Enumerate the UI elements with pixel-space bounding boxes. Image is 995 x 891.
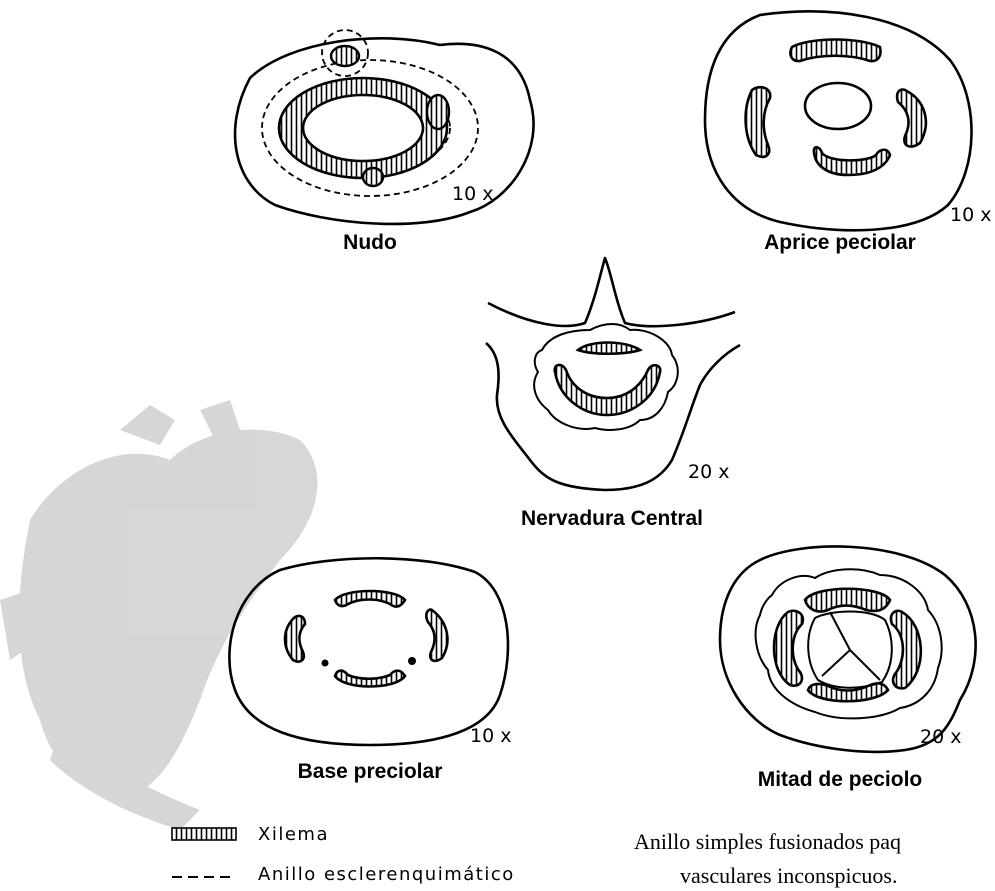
mitad-magnification: 20 x [920,726,961,748]
scan-smudge [0,400,317,830]
base-dot-right [408,657,416,665]
aprice-bundle-right [897,90,926,147]
legend: Xilema Anillo esclerenquimático [172,824,515,885]
base-bundle-left [285,616,305,662]
base-bundle-bottom [335,671,405,687]
mitad-xylem-left [774,611,803,686]
aprice-bundle-left [746,87,771,157]
base-section: 10 x Base preciolar [229,558,511,783]
mitad-xylem-bottom [808,683,888,701]
nudo-side-bundle [427,95,449,129]
nervadura-bundle-top [578,343,640,354]
nervadura-caption: Nervadura Central [521,507,703,530]
note-line-1: Anillo simples fusionados paq [634,829,901,854]
nudo-top-bundle [331,46,359,66]
base-magnification: 10 x [470,725,511,747]
aprice-section: 10 x Aprice peciolar [705,11,991,254]
nervadura-blade-outline [488,258,735,326]
aprice-bundle-bottom [814,147,890,175]
legend-xylem-label: Xilema [258,824,329,845]
nervadura-magnification: 20 x [688,461,729,483]
nudo-section: 10 x Nudo [235,30,533,254]
base-bundle-top [335,591,405,607]
mitad-xylem-top [805,589,890,612]
aprice-pith [805,83,871,129]
nervadura-bundle-main [555,365,661,415]
base-caption: Base preciolar [298,760,443,783]
legend-ring-label: Anillo esclerenquimático [258,864,515,885]
aprice-magnification: 10 x [950,204,991,226]
nudo-caption: Nudo [343,231,397,254]
note-line-2: vasculares inconspicuos. [680,863,898,888]
nudo-magnification: 10 x [452,183,493,205]
legend-xylem-swatch [172,828,236,840]
aprice-caption: Aprice peciolar [764,231,916,254]
base-dot-left [322,660,329,667]
nudo-pith [303,95,423,161]
mitad-caption: Mitad de peciolo [758,768,923,791]
mitad-xylem-right [891,611,921,689]
base-bundle-right [426,610,447,661]
base-outline [229,558,508,745]
mitad-pith-crack [822,612,880,680]
nervadura-section: 20 x Nervadura Central [486,258,740,530]
mitad-section: 20 x Mitad de peciolo [720,546,976,791]
aprice-bundle-top [790,40,880,62]
nudo-bottom-bundle [363,168,383,186]
note: Anillo simples fusionados paq vasculares… [634,829,901,888]
